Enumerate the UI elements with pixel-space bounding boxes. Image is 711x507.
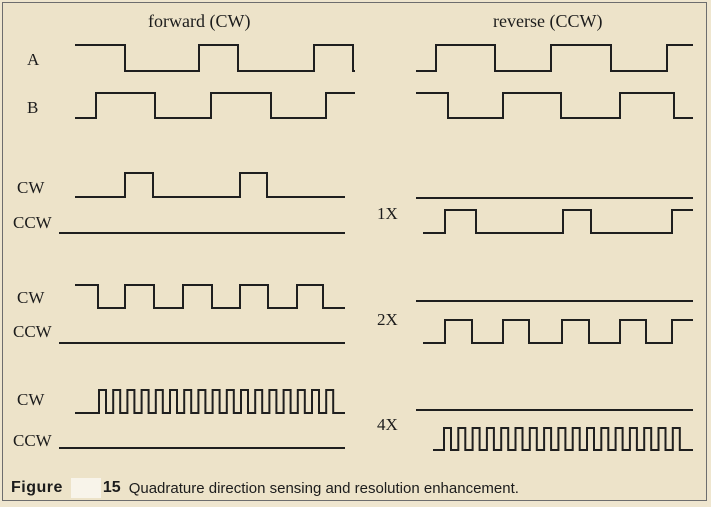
wave-ccw-4x-reverse — [433, 427, 693, 451]
wave-cw-2x — [75, 284, 345, 309]
caption-text: Quadrature direction sensing and resolut… — [128, 479, 519, 497]
label-cw-1x: CW — [17, 178, 45, 197]
wave-b-forward — [75, 92, 355, 119]
caption-word: Figure — [11, 479, 63, 496]
label-1x: 1X — [377, 204, 398, 223]
wave-a-forward — [75, 44, 355, 72]
caption-number: 15 — [102, 479, 121, 496]
label-2x: 2X — [377, 310, 398, 329]
wave-ccw-2x-reverse — [423, 319, 693, 344]
label-cw-2x: CW — [17, 288, 45, 307]
label-ccw-4x: CCW — [13, 431, 53, 450]
wave-cw-4x — [75, 389, 345, 414]
label-a: A — [27, 50, 40, 69]
wave-cw-1x — [75, 172, 345, 198]
label-b: B — [27, 98, 38, 117]
label-4x: 4X — [377, 415, 398, 434]
heading-forward: forward (CW) — [148, 11, 250, 32]
wave-b-reverse — [416, 92, 693, 119]
waveform-group — [59, 44, 693, 451]
quadrature-timing-diagram: forward (CW) reverse (CCW) A B CW CCW 1X… — [13, 11, 693, 451]
label-ccw-2x: CCW — [13, 322, 53, 341]
wave-a-reverse — [416, 44, 693, 72]
label-ccw-1x: CCW — [13, 213, 53, 232]
figure-frame: forward (CW) reverse (CCW) A B CW CCW 1X… — [2, 2, 707, 501]
wave-ccw-1x-reverse — [423, 209, 693, 234]
caption-blank-box — [70, 478, 101, 498]
heading-reverse: reverse (CCW) — [493, 11, 602, 32]
label-cw-4x: CW — [17, 390, 45, 409]
figure-caption: Figure 15 Quadrature direction sensing a… — [11, 476, 519, 500]
